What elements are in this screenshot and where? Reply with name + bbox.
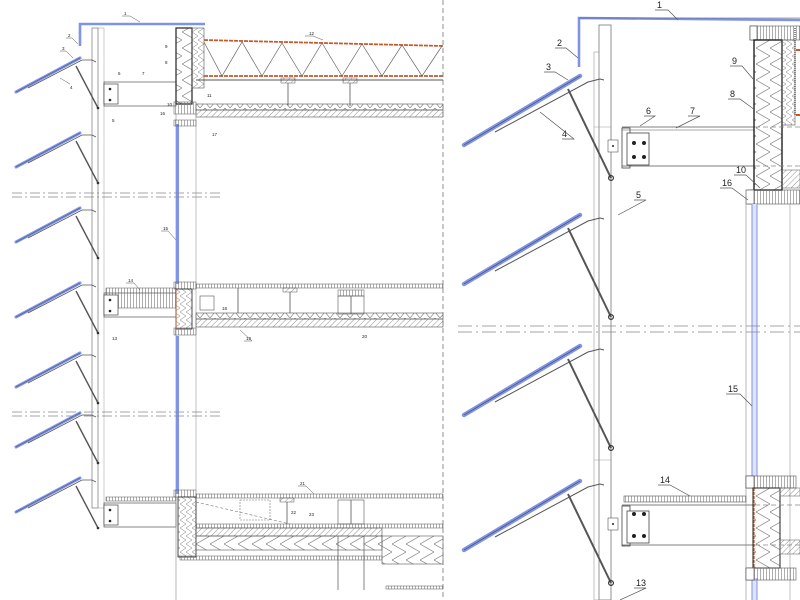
svg-text:21: 21	[300, 481, 306, 486]
svg-text:19: 19	[246, 336, 252, 341]
svg-text:2: 2	[557, 38, 562, 48]
svg-text:17: 17	[212, 132, 218, 137]
louver-array-detail	[464, 76, 613, 585]
svg-text:9: 9	[732, 56, 737, 66]
intermediate-floor-slab	[173, 281, 444, 336]
svg-text:12: 12	[309, 31, 315, 36]
svg-text:20: 20	[362, 334, 368, 339]
svg-text:5: 5	[112, 118, 115, 123]
parapet-wall-detail	[745, 25, 800, 205]
svg-text:18: 18	[222, 306, 228, 311]
svg-text:15: 15	[728, 384, 738, 394]
svg-text:1: 1	[657, 0, 662, 10]
svg-text:8: 8	[165, 60, 168, 65]
svg-text:4: 4	[70, 85, 73, 90]
curtain-wall-glazing	[173, 114, 197, 600]
cantilever-beam-detail-bottom	[607, 495, 755, 547]
left-callouts: 1 2 3 4 5 6 7 8 9 10 11 12 13 14 15 16 1…	[62, 11, 368, 517]
level-center-lines-detail	[458, 325, 800, 333]
svg-text:23: 23	[309, 512, 315, 517]
roof-assembly	[195, 39, 444, 118]
louver-array	[14, 56, 101, 531]
svg-text:10: 10	[736, 165, 746, 175]
outer-post	[91, 27, 99, 509]
lower-floor-slab	[173, 489, 444, 590]
svg-text:14: 14	[128, 278, 134, 283]
svg-text:10: 10	[167, 102, 173, 107]
cantilever-beam-bottom	[103, 496, 177, 528]
svg-text:1: 1	[124, 11, 127, 16]
svg-text:13: 13	[112, 336, 118, 341]
svg-text:11: 11	[207, 93, 212, 98]
svg-text:7: 7	[690, 106, 695, 116]
svg-text:22: 22	[291, 510, 297, 515]
left-section-view: 1 2 3 4 5 6 7 8 9 10 11 12 13 14 15 16 1…	[12, 0, 444, 600]
parapet-wall	[173, 27, 205, 115]
curtain-wall-glazing-detail	[745, 204, 791, 600]
svg-text:3: 3	[62, 46, 65, 51]
svg-text:3: 3	[546, 62, 551, 72]
svg-text:8: 8	[730, 89, 735, 99]
floor-junction-detail	[745, 475, 800, 581]
svg-text:6: 6	[646, 106, 651, 116]
svg-text:9: 9	[165, 44, 168, 49]
svg-text:15: 15	[163, 226, 169, 231]
cantilever-beam-mid	[103, 287, 177, 318]
right-callouts: 1 2 3 4 5 6 7 8 9 10 13 14 15 16	[546, 0, 746, 588]
svg-text:5: 5	[636, 190, 641, 200]
cantilever-beam-detail-top	[607, 126, 755, 169]
svg-text:4: 4	[562, 129, 567, 139]
level-center-lines	[12, 192, 220, 417]
svg-text:2: 2	[68, 33, 71, 38]
svg-text:16: 16	[160, 111, 166, 116]
svg-text:14: 14	[660, 475, 670, 485]
cantilever-beam-top	[103, 81, 177, 107]
right-detail-view: 1 2 3 4 5 6 7 8 9 10 13 14 15 16	[458, 0, 800, 600]
coping-flashing	[78, 22, 205, 46]
svg-text:6: 6	[118, 71, 121, 76]
svg-text:16: 16	[722, 178, 732, 188]
svg-text:13: 13	[636, 578, 646, 588]
left-leader-lines	[59, 15, 324, 495]
svg-text:7: 7	[142, 71, 145, 76]
right-leader-lines	[539, 9, 761, 600]
